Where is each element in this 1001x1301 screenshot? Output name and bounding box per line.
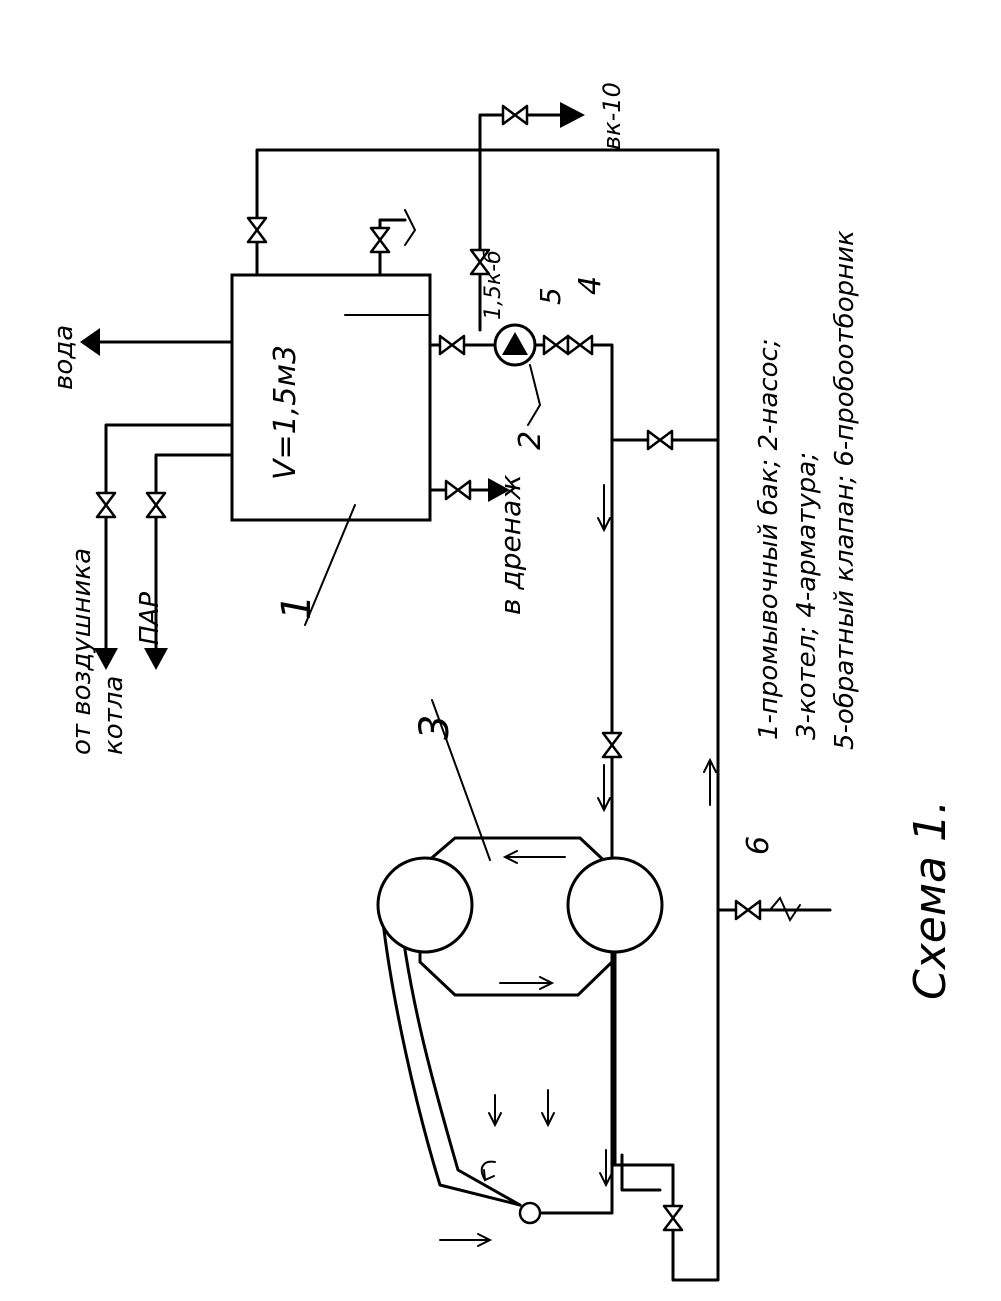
legend-line-2: 3-котел; 4-арматура; <box>792 452 822 740</box>
valves <box>95 104 801 1232</box>
boiler-header <box>518 1201 542 1225</box>
tank-vent-valve <box>369 226 391 254</box>
item-5-label: 5 <box>534 287 567 305</box>
flow-arrow-2-icon <box>597 764 611 813</box>
vk10-arrow-icon <box>560 102 585 128</box>
vk10-valve <box>501 104 529 126</box>
item-3-label: 3 <box>412 715 458 740</box>
drain-label: в дренаж <box>494 475 527 615</box>
check-valve <box>542 334 570 356</box>
water-inlet-arrow-icon <box>80 328 100 356</box>
item-2-label: 2 <box>513 431 548 450</box>
air-vent-valve <box>95 491 117 519</box>
scheme-title: Схема 1. <box>905 800 956 1000</box>
flushing-tank <box>230 273 432 626</box>
upper-drum <box>376 856 474 954</box>
pump <box>493 323 542 426</box>
legend-line-1: 1-промывочный бак; 2-насос; <box>754 338 784 740</box>
air-vent-label-boiler: котла <box>99 676 129 755</box>
flow-arrow-3-icon <box>703 757 717 806</box>
bypass-valve <box>646 429 674 451</box>
drain-arrow-icon <box>488 478 510 502</box>
return-valve <box>662 1204 684 1232</box>
drain-valve <box>444 479 472 501</box>
flow-arrow-1-icon <box>597 484 611 533</box>
flow-arrow-9-icon <box>480 1160 496 1182</box>
sampler-valve <box>734 899 762 921</box>
flow-arrow-5-icon <box>499 976 555 990</box>
air-vent-label: от воздушника <box>67 548 97 755</box>
flow-arrow-4-icon <box>502 850 566 864</box>
lower-drum <box>566 856 664 954</box>
item-4-label: 4 <box>573 276 608 295</box>
vk10-label: вк-10 <box>598 82 626 150</box>
tank-outlet-valve <box>438 334 466 356</box>
item-1-label: 1 <box>274 595 320 620</box>
supply-valve <box>601 731 623 759</box>
boiler <box>376 699 664 1225</box>
steam-label: ПАР <box>135 592 165 645</box>
legend-line-3: 5-обратный клапан; 6-пробоотборник <box>830 230 860 750</box>
pipelines <box>91 113 832 1282</box>
flow-arrow-7-icon <box>488 1094 502 1128</box>
item-6-label: 6 <box>741 836 776 855</box>
flow-arrows <box>80 102 717 1247</box>
flow-arrow-6-icon <box>541 1089 555 1128</box>
vk-b-label: 1,5к-б <box>481 250 506 320</box>
air-vent-arrow-icon <box>94 648 118 670</box>
flow-arrow-8-icon <box>599 1149 613 1188</box>
flow-arrow-10-icon <box>439 1233 493 1247</box>
steam-valve <box>145 491 167 519</box>
water-label: вода <box>49 325 79 390</box>
labels: вода от воздушника котла ПАР V=1,5м3 1 в… <box>49 82 956 1000</box>
tank-top-valve <box>246 216 268 244</box>
sampler-cock <box>769 896 801 923</box>
tank-volume-label: V=1,5м3 <box>268 345 303 480</box>
fitting-valve <box>566 334 594 356</box>
steam-arrow-icon <box>144 648 168 670</box>
